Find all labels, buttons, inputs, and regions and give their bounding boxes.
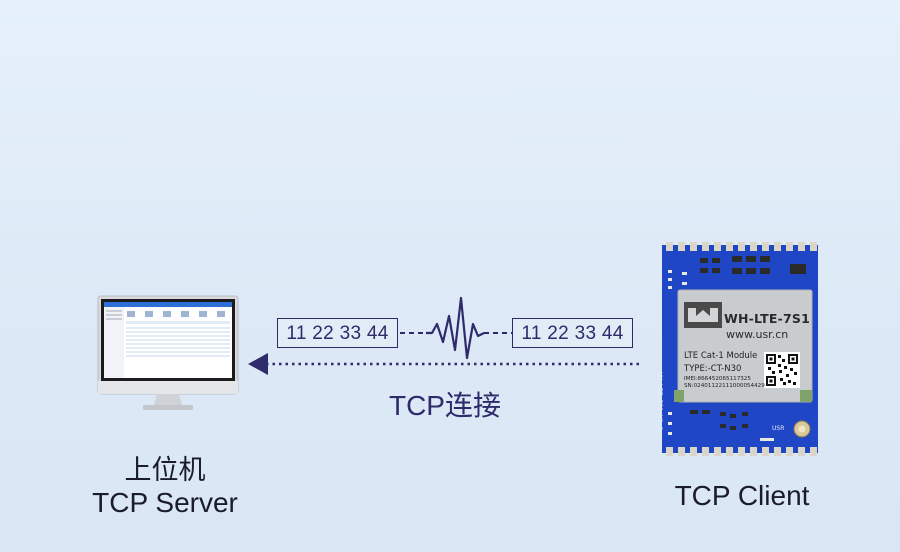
module-side-text: WH-LTE-7S1 V1.2 — [656, 372, 664, 431]
signal-zigzag-icon — [426, 296, 485, 360]
monitor-icon — [97, 295, 239, 410]
connection-label: TCP连接 — [388, 390, 501, 421]
module-imei: IMEI:866452065117325 — [684, 376, 751, 382]
module-type-line2: TYPE:-CT-N30 — [684, 364, 742, 374]
module-type-line1: LTE Cat-1 Module — [684, 351, 758, 361]
server-label-en: TCP Server — [92, 487, 238, 518]
module-sn: SN:02401122111000054429 — [684, 383, 765, 389]
connection-graphic — [248, 296, 642, 375]
packet-right: 11 22 33 44 — [512, 318, 633, 348]
brand-logo — [684, 302, 722, 328]
pcb-board — [662, 242, 818, 456]
module-model: WH-LTE-7S1 — [724, 311, 810, 326]
client-label: TCP Client — [674, 480, 810, 511]
packet-left: 11 22 33 44 — [277, 318, 398, 348]
lte-module-board: WH-LTE-7S1 www.usr.cn LTE Cat-1 Module T… — [656, 242, 820, 456]
module-brand: USR — [772, 425, 785, 432]
top-pins — [666, 242, 817, 251]
arrowhead-icon — [248, 353, 268, 375]
qr-code — [764, 352, 800, 388]
module-url: www.usr.cn — [726, 328, 789, 341]
server-label-cn: 上位机 — [124, 455, 206, 486]
bottom-pins — [666, 447, 817, 456]
desktop-computer — [97, 295, 239, 413]
